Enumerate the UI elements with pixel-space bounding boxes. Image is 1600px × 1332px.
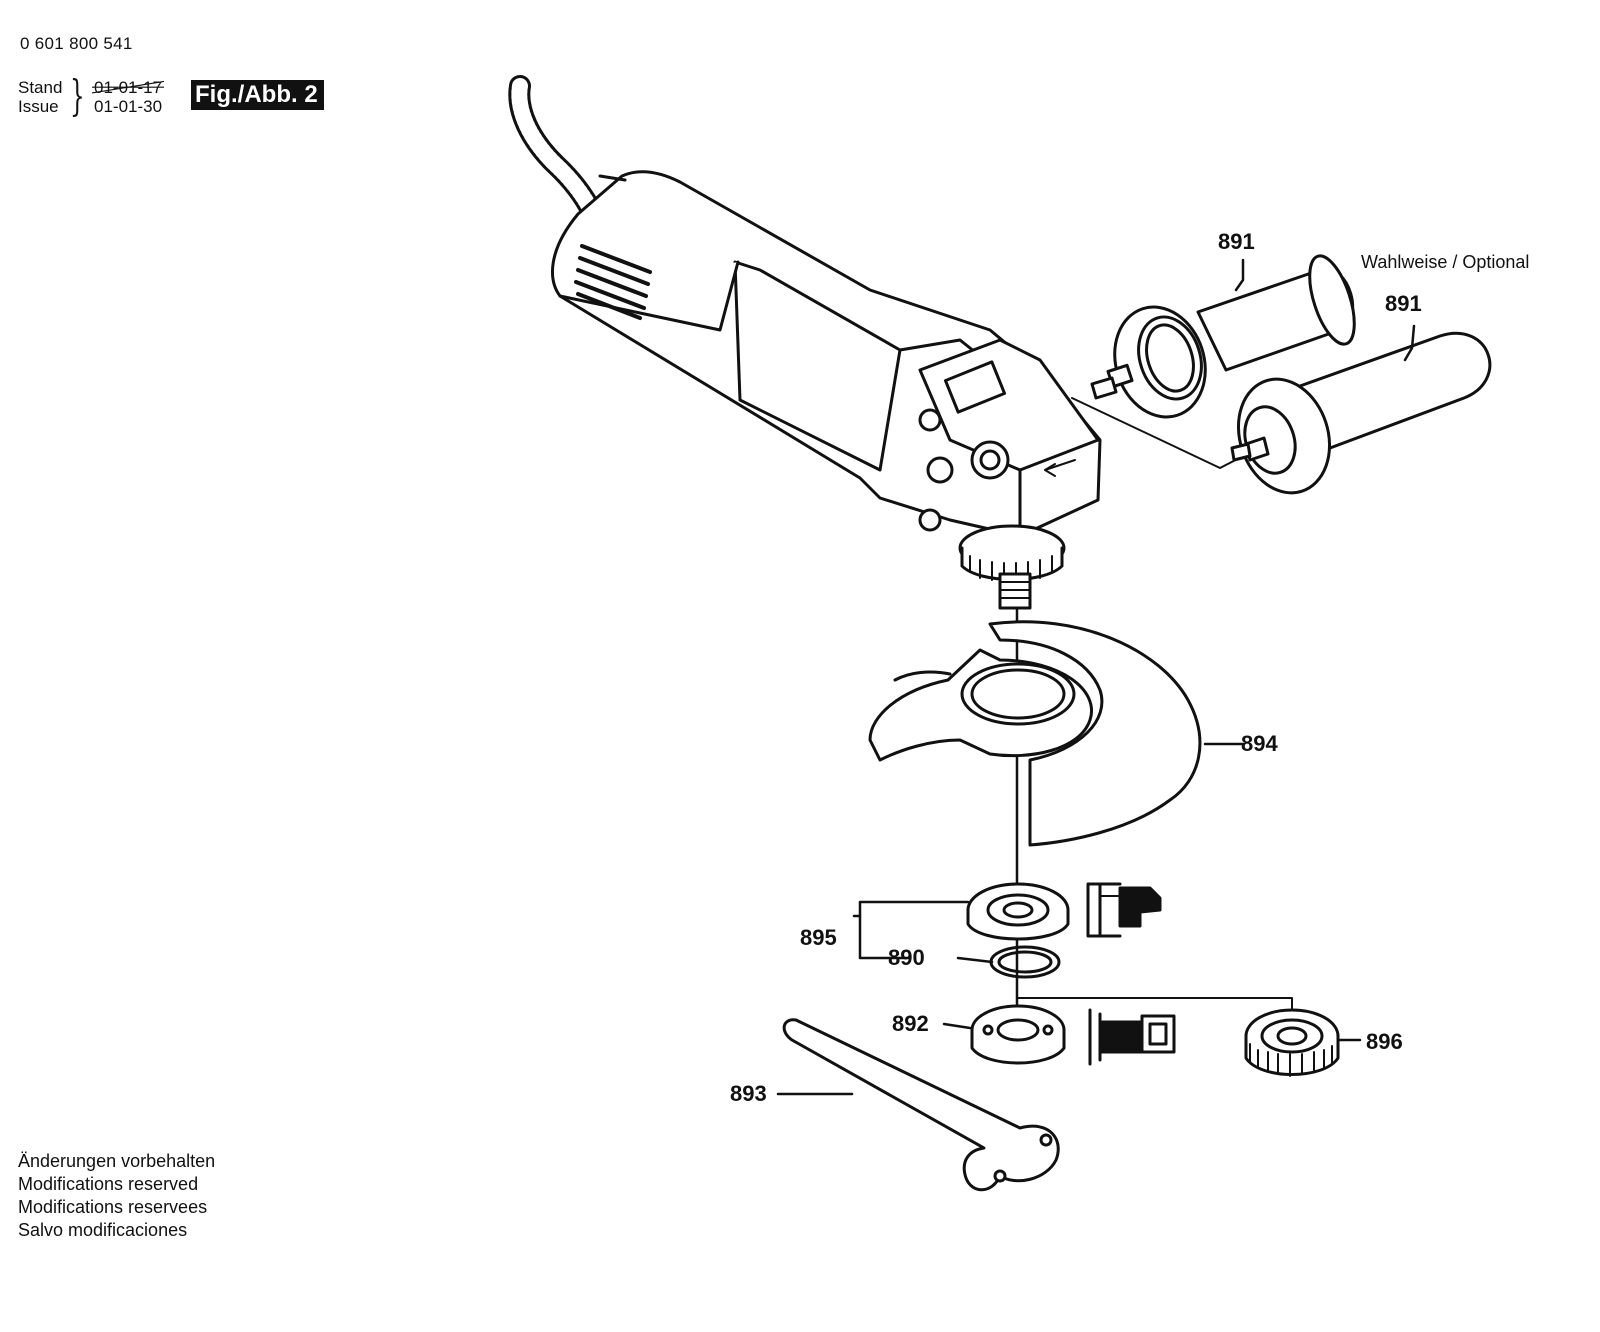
new-date: 01-01-30 (94, 97, 163, 116)
two-pin-spanner (782, 1018, 1060, 1192)
callout-892-clamping-nut: 892 (892, 1011, 929, 1036)
power-cord (508, 75, 603, 223)
vent-slots (574, 244, 652, 320)
clamping-nut (970, 1004, 1176, 1066)
issue-label: Issue (18, 97, 59, 116)
auxiliary-handle-b (1230, 332, 1492, 495)
quick-nut-leader (1017, 997, 1293, 1011)
brace-icon: } (70, 71, 85, 120)
quick-clamp-nut (1244, 1008, 1340, 1077)
notice-line-fr: Modifications reservees (18, 1197, 208, 1217)
auxiliary-handle-a (1090, 254, 1356, 419)
callout-893-spanner: 893 (730, 1081, 767, 1106)
callout-891-handle-a: 891 (1218, 229, 1255, 254)
old-date-wrapper: 01-01-17 (92, 78, 165, 97)
revision-labels: Stand Issue (18, 78, 62, 116)
figure-label: Fig./Abb. 2 (191, 80, 324, 110)
callout-895-flange: 895 (800, 925, 837, 950)
strikethrough-icon (92, 80, 165, 94)
callout-891-handle-b: 891 (1385, 291, 1422, 316)
modifications-notice: Änderungen vorbehalten Modifications res… (18, 1150, 215, 1242)
o-ring (989, 945, 1061, 979)
callout-890-o-ring: 890 (888, 945, 925, 970)
optional-note: Wahlweise / Optional (1361, 252, 1530, 272)
notice-line-en: Modifications reserved (18, 1174, 199, 1194)
stand-label: Stand (18, 78, 63, 97)
angle-grinder-body (551, 170, 1102, 610)
mounting-flange-upper (966, 882, 1162, 941)
notice-line-de: Änderungen vorbehalten (18, 1151, 216, 1171)
wheel-guard (868, 620, 1202, 847)
callout-896-quick-nut: 896 (1366, 1029, 1403, 1054)
notice-line-es: Salvo modificaciones (18, 1220, 188, 1240)
callout-leaders (776, 258, 1416, 1096)
revision-dates: 01-01-17 01-01-30 (92, 78, 165, 116)
part-number: 0 601 800 541 (20, 34, 133, 53)
callout-894-guard: 894 (1241, 731, 1278, 756)
